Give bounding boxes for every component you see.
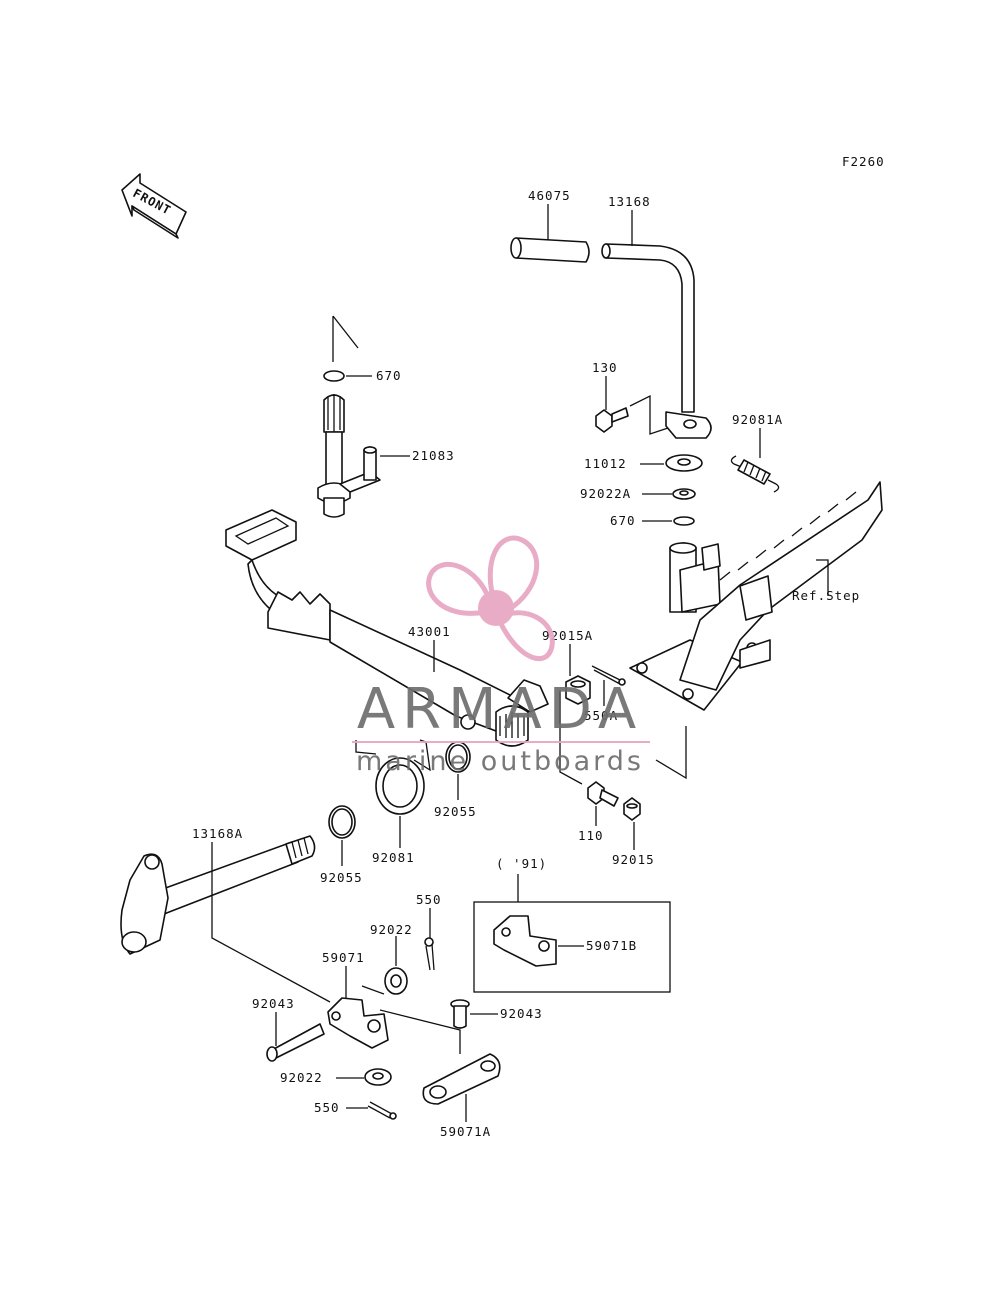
callout-670-top: 670 — [376, 368, 402, 383]
callout-92055-upper: 92055 — [434, 804, 477, 819]
nut-92015 — [623, 797, 641, 821]
callout-92015: 92015 — [612, 852, 655, 867]
brake-pedal-43001 — [225, 509, 549, 747]
oring-670-mid — [673, 516, 695, 526]
spring-92081A — [730, 455, 780, 493]
washer-92022-top — [384, 967, 408, 995]
pin-92043-left — [266, 1023, 325, 1062]
oring-92055-upper — [445, 741, 471, 773]
callout-110: 110 — [578, 828, 604, 843]
callout-550-top: 550 — [416, 892, 442, 907]
pin-92043-right — [450, 999, 470, 1029]
cotter-pin-550-top — [424, 937, 435, 971]
callout-59071: 59071 — [322, 950, 365, 965]
oring-92055-lower — [328, 805, 356, 839]
step-bracket — [629, 481, 883, 711]
watermark-brand: ARMADA — [357, 677, 643, 742]
callout-92043-left: 92043 — [252, 996, 295, 1011]
cotter-pin-550-bottom — [367, 1101, 397, 1120]
propeller-logo-icon — [426, 535, 555, 662]
shaft-13168A — [120, 835, 316, 955]
watermark-tagline: marine outboards — [356, 746, 644, 777]
callout-92055-lower: 92055 — [320, 870, 363, 885]
washer-11012 — [665, 454, 703, 472]
washer-92022-bottom — [364, 1068, 392, 1086]
callout-13168: 13168 — [608, 194, 651, 209]
callout-550-bottom: 550 — [314, 1100, 340, 1115]
bolt-110 — [587, 781, 619, 807]
callout-59071B: 59071B — [586, 938, 637, 953]
callout-130: 130 — [592, 360, 618, 375]
callout-46075: 46075 — [528, 188, 571, 203]
bolt-130 — [595, 407, 629, 433]
callout-550A: 550A — [584, 708, 618, 723]
callout-670-mid: 670 — [610, 513, 636, 528]
clevis-59071 — [327, 985, 389, 1049]
callout-92043-right: 92043 — [500, 1006, 543, 1021]
front-arrow-icon: FRONT — [121, 173, 187, 239]
callout-43001: 43001 — [408, 624, 451, 639]
callout-59071A: 59071A — [440, 1124, 491, 1139]
shaft-21083 — [317, 394, 381, 518]
figure-code: F2260 — [842, 154, 885, 169]
callout-92081A: 92081A — [732, 412, 783, 427]
watermark: ARMADA marine outboards — [352, 535, 650, 777]
callout-92022-top: 92022 — [370, 922, 413, 937]
spring-92081 — [355, 739, 431, 815]
callout-11012: 11012 — [584, 456, 627, 471]
callout-91: ( '91) — [496, 856, 547, 871]
pedal-lever-13168 — [601, 243, 712, 439]
washer-92022A — [672, 488, 696, 500]
callout-92081: 92081 — [372, 850, 415, 865]
callout-13168A: 13168A — [192, 826, 243, 841]
callout-92022-bottom: 92022 — [280, 1070, 323, 1085]
variant-box-91 — [473, 874, 671, 993]
cotter-pin-550A — [591, 665, 626, 686]
callout-ref-step: Ref.Step — [792, 588, 860, 603]
callout-92022A: 92022A — [580, 486, 631, 501]
link-59071A — [422, 1053, 501, 1105]
callout-21083: 21083 — [412, 448, 455, 463]
nut-92015A — [565, 675, 591, 705]
oring-670-top — [323, 370, 345, 382]
grip-46075 — [510, 237, 590, 263]
